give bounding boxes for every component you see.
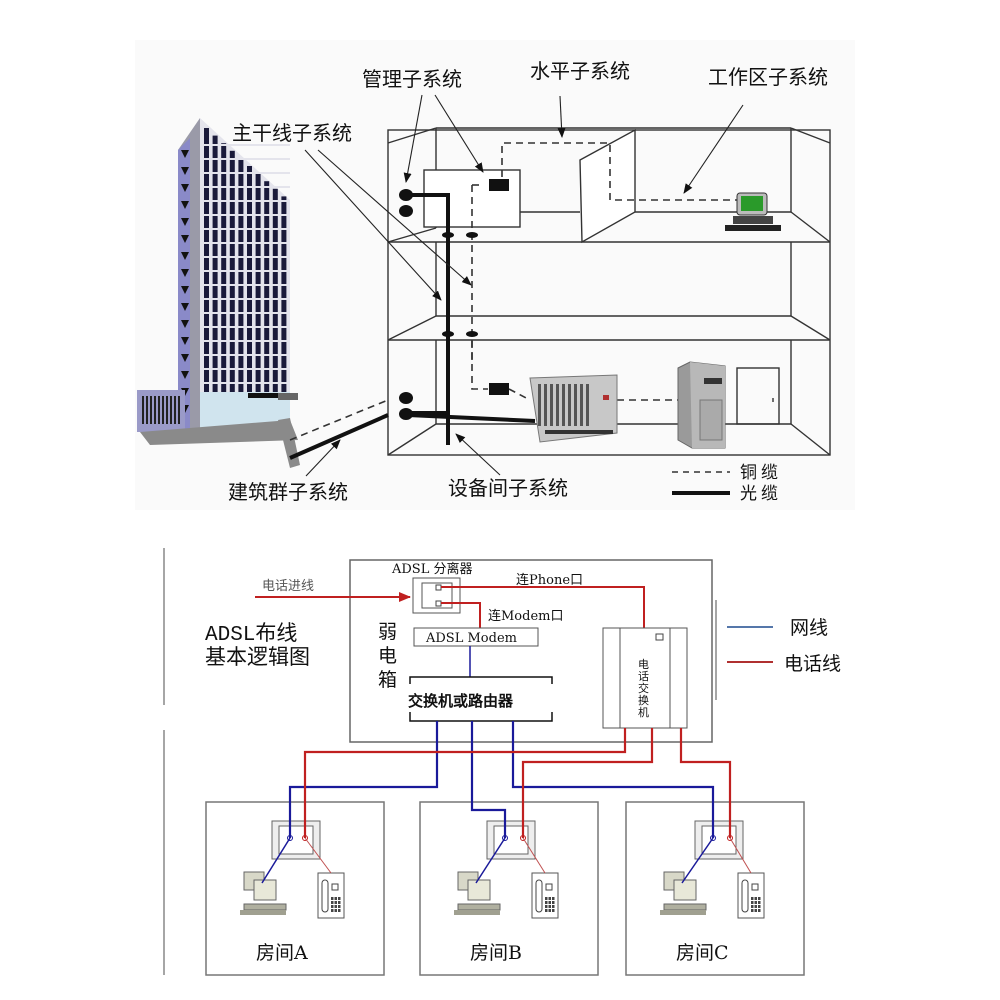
phone-wire-room-a	[303, 728, 627, 838]
phone-wires	[303, 728, 732, 838]
legend-fiber-label: 光缆	[740, 484, 782, 504]
label-equipment-room-subsystem: 设备间子系统	[448, 476, 568, 500]
modem-label: ADSL Modem	[425, 631, 517, 646]
label-horizontal-subsystem: 水平子系统	[530, 59, 630, 83]
weak-box-label-3: 箱	[378, 669, 397, 691]
legend-copper-label: 铜缆	[740, 463, 782, 483]
weak-box-label-1: 弱	[378, 621, 397, 643]
room-label: 房间C	[676, 942, 729, 964]
room-b: 房间B	[419, 801, 599, 976]
pbx-label-char: 机	[638, 705, 649, 719]
wall-outlet-icon	[271, 820, 321, 860]
label-work-area-subsystem: 工作区子系统	[708, 65, 828, 89]
network-wire-room-a	[288, 721, 439, 838]
tall-building-icon	[137, 118, 300, 468]
switch-router: 交换机或路由器	[408, 676, 553, 722]
workstation-icon	[725, 192, 781, 231]
network-wires	[288, 721, 715, 838]
modem-port-label: 连Modem口	[488, 608, 563, 624]
phone-in-label: 电话进线	[262, 579, 314, 594]
connectors	[399, 179, 509, 420]
adsl-splitter	[412, 577, 461, 614]
switch-label: 交换机或路由器	[408, 692, 514, 710]
weak-box-label-2: 电	[378, 645, 397, 667]
legend-network-label: 网线	[790, 617, 828, 639]
adsl-wiring-diagram: ADSL布线 基本逻辑图 弱 电 箱 电话进线 ADSL 分离器 连Phone口…	[163, 548, 841, 976]
telephone-icon	[737, 872, 765, 919]
telephone-icon	[531, 872, 559, 919]
server-tower-icon	[677, 361, 726, 449]
room-a: 房间A	[205, 801, 385, 976]
computer-icon	[454, 871, 501, 915]
pbx-label-char: 电	[638, 658, 649, 671]
patch-panel-icon	[489, 179, 509, 191]
rack-equipment-icon	[529, 374, 618, 443]
label-backbone-subsystem: 主干线子系统	[232, 121, 352, 145]
phone-port-label: 连Phone口	[516, 572, 583, 588]
wall-outlet-icon	[486, 820, 536, 860]
computer-icon	[240, 871, 287, 915]
network-wire-room-c	[511, 721, 715, 838]
phone-wire-room-c	[679, 728, 732, 838]
room-c: 房间C	[625, 801, 805, 976]
patch-panel-icon	[489, 383, 509, 395]
adsl-modem	[413, 627, 539, 647]
top-legend: 铜缆 光缆	[672, 463, 782, 504]
fiber-cable	[289, 193, 536, 460]
adsl-title-line1: ADSL布线	[205, 622, 297, 647]
label-management-subsystem: 管理子系统	[362, 67, 462, 91]
phone-port-line	[441, 586, 645, 628]
network-wire-room-b	[470, 721, 507, 838]
room-label: 房间B	[470, 942, 522, 964]
wall-outlet-icon	[694, 820, 744, 860]
adsl-title-line2: 基本逻辑图	[205, 645, 310, 669]
room-label: 房间A	[256, 942, 308, 964]
pbx-label-char: 交	[638, 681, 649, 695]
modem-port-line	[441, 602, 481, 630]
splitter-label: ADSL 分离器	[391, 561, 472, 577]
structured-cabling-diagram: 管理子系统 水平子系统 工作区子系统 主干线子系统 建筑群子系统 设备间子系统 …	[135, 40, 855, 510]
pbx-label-char: 换	[638, 693, 649, 707]
pbx-label-char: 话	[638, 670, 649, 683]
phone-wire-room-b	[521, 728, 654, 838]
legend-phone-label: 电话线	[784, 653, 841, 675]
callout-arrows	[304, 94, 744, 477]
label-campus-subsystem: 建筑群子系统	[228, 480, 348, 504]
telephone-icon	[317, 872, 345, 919]
